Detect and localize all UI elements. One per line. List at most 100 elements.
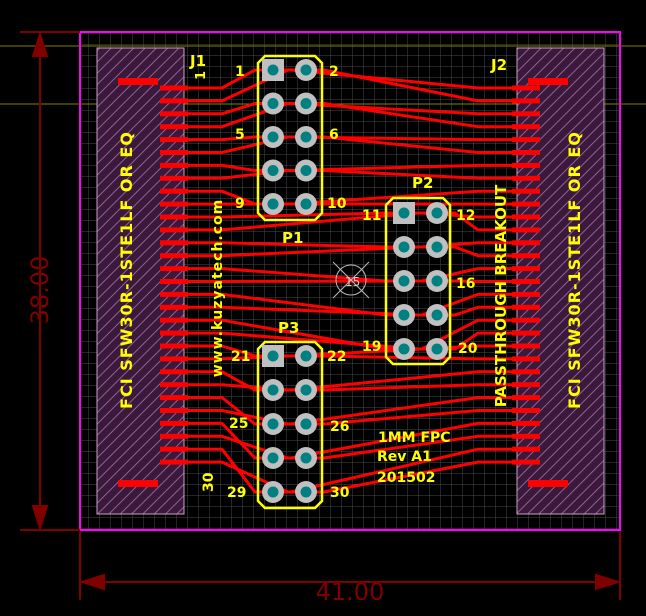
header-pad-hole: [267, 64, 279, 76]
header-pad-hole: [398, 207, 410, 219]
j1-pad: [160, 459, 188, 465]
j2-pad: [512, 304, 540, 310]
j2-pad: [512, 408, 540, 413]
j2-pad: [512, 459, 540, 465]
j2-pad: [512, 395, 540, 401]
j1-anchor-pad: [118, 480, 158, 487]
j1-pad: [160, 175, 188, 181]
header-pad-hole: [267, 198, 279, 210]
p2-ref: P2: [412, 174, 433, 192]
j1-pad: [160, 98, 188, 104]
j2-pad: [512, 446, 540, 452]
header-pad-hole: [300, 384, 312, 396]
j2-pad: [512, 356, 540, 362]
j2-pad: [512, 420, 540, 426]
p1-pin10: 10: [327, 196, 347, 212]
hole-label: 15: [345, 275, 360, 289]
j1-pad: [160, 408, 188, 413]
header-pad-hole: [431, 241, 443, 253]
header-pad-hole: [431, 275, 443, 287]
j2-pad: [512, 137, 540, 143]
date-label: 201502: [377, 470, 435, 486]
header-pad-hole: [300, 198, 312, 210]
j2-pad: [512, 240, 540, 246]
j1-pad: [160, 150, 188, 155]
height-dimension-label: 38.00: [26, 256, 54, 325]
header-pad-hole: [300, 486, 312, 498]
p2-pin20: 20: [458, 341, 478, 357]
j1-pad: [160, 124, 188, 130]
header-pad-hole: [300, 131, 312, 143]
header-pad-hole: [431, 207, 443, 219]
j1-pad: [160, 433, 188, 439]
j2-pad: [512, 162, 540, 168]
j1-pad: [160, 356, 188, 362]
header-outlines: [256, 54, 452, 510]
j1-pad: [160, 137, 188, 143]
j2-anchor-pad: [528, 480, 568, 487]
p3-pin29: 29: [227, 485, 246, 501]
header-pad-hole: [300, 165, 312, 176]
p1-outline: [256, 54, 324, 222]
p1-pin6: 6: [329, 127, 339, 143]
j2-pad: [512, 98, 540, 104]
header-pad-hole: [300, 418, 312, 430]
j2-pad: [512, 150, 540, 155]
p1-pin2: 2: [329, 64, 339, 80]
j2-pad: [512, 433, 540, 439]
j2-part-label: FCI SFW30R-1STE1LF OR EQ: [565, 131, 584, 409]
header-pad-hole: [267, 384, 279, 396]
dimension-height: [20, 30, 80, 532]
header-pad-hole: [267, 418, 279, 430]
j1-pad: [160, 343, 188, 349]
j1-pads: [118, 78, 188, 487]
j1-pad: [160, 317, 188, 323]
header-pad-hole: [398, 309, 410, 321]
header-pads: [262, 59, 448, 503]
j1-pad: [160, 253, 188, 259]
j1-pad: [160, 227, 188, 233]
j1-pin1-label: 1: [194, 71, 209, 80]
j1-pad: [160, 279, 188, 284]
passthrough-label: PASSTHROUGH BREAKOUT: [492, 184, 510, 407]
j1-pad: [160, 304, 188, 310]
j1-pad: [160, 266, 188, 272]
j1-pad: [160, 420, 188, 426]
p1-pin9: 9: [235, 196, 245, 212]
j1-pad: [160, 111, 188, 117]
p3-pin21: 21: [231, 349, 250, 365]
header-pad-hole: [267, 98, 279, 109]
header-pad-hole: [431, 343, 443, 355]
p2-pin19: 19: [362, 339, 381, 355]
p3-pin30: 30: [330, 485, 350, 501]
fpc-label: 1MM FPC: [378, 430, 451, 446]
header-pad-hole: [398, 343, 410, 355]
p3-pin25: 25: [229, 416, 248, 432]
header-pad-hole: [431, 309, 443, 321]
j1-pad: [160, 162, 188, 168]
p2-outline: [384, 196, 452, 366]
j2-pad: [512, 279, 540, 284]
j2-pad: [512, 124, 540, 130]
j1-pad: [160, 201, 188, 207]
j1-pad: [160, 369, 188, 375]
p3-pin22: 22: [327, 349, 346, 365]
j2-pad: [512, 382, 540, 388]
j2-pad: [512, 253, 540, 259]
dimension-width: [78, 532, 622, 600]
j2-pad: [512, 188, 540, 194]
header-pad-hole: [300, 350, 312, 362]
j2-pad: [512, 227, 540, 233]
header-pad-hole: [398, 275, 410, 287]
p2-pin11: 11: [362, 208, 381, 224]
board-outline: [79, 31, 621, 531]
j2-pad: [512, 343, 540, 349]
j1-pad: [160, 395, 188, 401]
mounting-hole-marker: [332, 261, 370, 299]
header-pad-hole: [267, 486, 279, 498]
header-pad-hole: [267, 350, 279, 362]
j2-pad: [512, 369, 540, 375]
j1-pad: [160, 382, 188, 388]
j1-pad: [160, 214, 188, 220]
